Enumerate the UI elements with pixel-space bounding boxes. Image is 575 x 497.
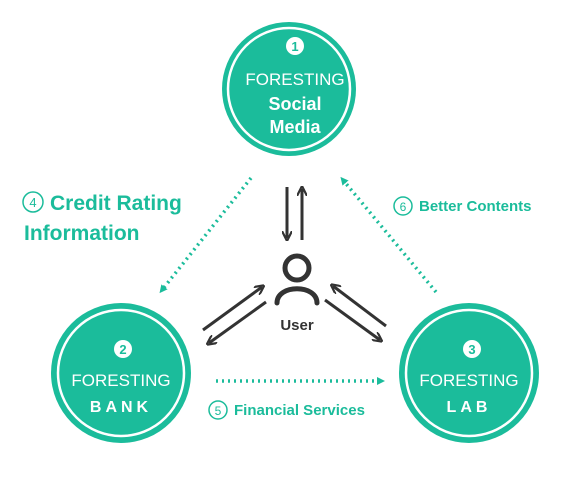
flow-4-number-circle (22, 191, 44, 213)
flow-5-line1: Financial Services (234, 402, 365, 419)
node-1-number: 1 (291, 39, 298, 54)
arrow-user-to-lab (324, 298, 380, 340)
node-2-brand: FORESTING (71, 371, 170, 390)
user-icon (274, 253, 320, 306)
node-1-brand: FORESTING (245, 70, 344, 89)
node-bank: 2 FORESTING BANK (51, 303, 191, 443)
node-2-line1: BANK (90, 399, 152, 416)
node-1-line2: Media (269, 117, 321, 137)
node-3-number-badge (463, 340, 481, 358)
flow-6-number: 6 (400, 200, 407, 214)
node-social-media: 1 FORESTING Social Media (222, 22, 356, 156)
flow-4-number: 4 (29, 195, 36, 210)
node-3-brand: FORESTING (419, 371, 518, 390)
node-2-number: 2 (119, 342, 126, 357)
flow-5-number: 5 (215, 404, 222, 418)
flow-label-better-contents: 6 Better Contents (393, 196, 532, 216)
user-social-arrows (287, 187, 302, 240)
node-1-line1: Social (268, 94, 321, 114)
arrow-user-to-bank (209, 300, 267, 343)
arrow-lab-to-user (333, 286, 387, 328)
node-3-line1: LAB (447, 399, 492, 416)
node-3-number: 3 (468, 342, 475, 357)
flow-4-line2: Information (24, 222, 140, 245)
node-2-number-badge (114, 340, 132, 358)
arrow-bank-to-user (202, 287, 262, 332)
flow-label-credit-rating: 4 Credit Rating Information (22, 191, 182, 245)
user-lab-arrows (324, 286, 387, 340)
user-label: User (280, 317, 314, 334)
flow-4-line1: Credit Rating (50, 192, 182, 215)
node-1-number-badge (286, 37, 304, 55)
flow-arrow-better-contents (340, 176, 438, 294)
flow-label-financial-services: 5 Financial Services (208, 400, 365, 420)
node-lab: 3 FORESTING LAB (399, 303, 539, 443)
flow-5-number-circle (208, 400, 228, 420)
flow-6-line1: Better Contents (419, 198, 532, 215)
flow-6-number-circle (393, 196, 413, 216)
user-bank-arrows (202, 287, 267, 343)
